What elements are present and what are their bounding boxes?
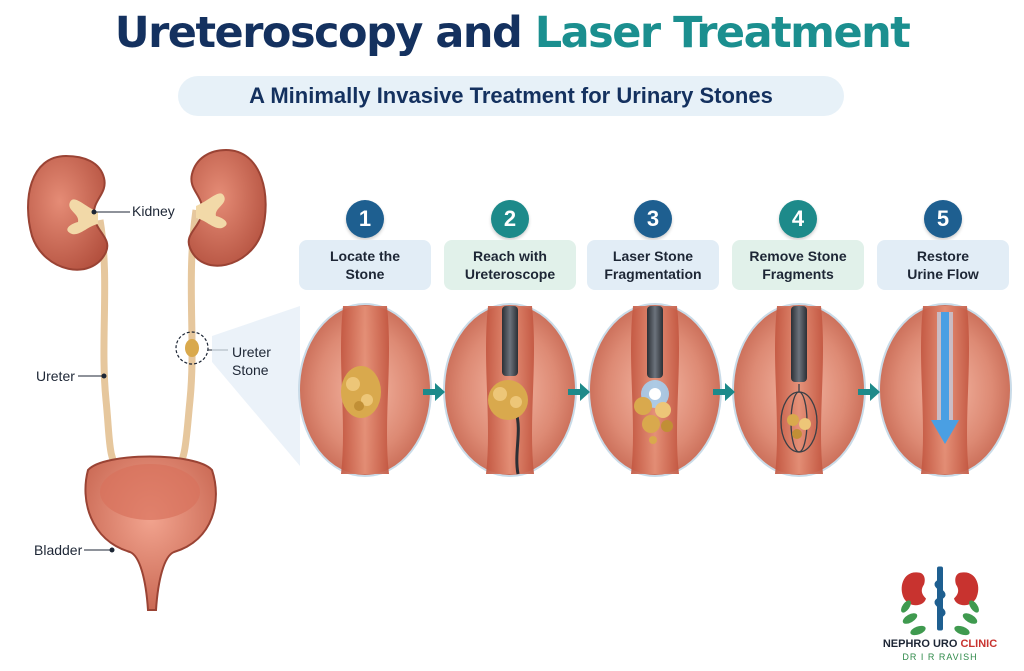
step-1-label-line1: Locate the — [329, 248, 400, 264]
bladder-label: Bladder — [34, 542, 83, 558]
ureter-stone-label-line1: Ureter — [232, 344, 271, 360]
arrow-step-4-to-5 — [858, 383, 880, 401]
kidney-label: Kidney — [132, 203, 175, 219]
step-3-label-line1: Laser Stone — [612, 248, 694, 264]
scene-2-ureteroscope — [443, 303, 577, 477]
step-1-number: 1 — [346, 200, 384, 238]
subtitle-banner: A Minimally Invasive Treatment for Urina… — [178, 76, 844, 116]
ureteroscope — [647, 306, 663, 378]
clinic-logo — [901, 566, 979, 636]
step-5-number: 5 — [924, 200, 962, 238]
clinic-name-part1: NEPHRO URO — [882, 638, 958, 650]
title-part-teal: Laser Treatment — [534, 8, 911, 58]
step-4-label-line2: Fragments — [762, 266, 834, 282]
title-part-dark: Ureteroscopy and — [114, 8, 523, 58]
scene-3-laser-fragmentation — [588, 303, 722, 477]
bladder — [84, 455, 217, 611]
scene-4-remove-fragments — [732, 303, 866, 477]
step-2-label-line1: Reach with — [473, 248, 547, 264]
step-3-label-line2: Fragmentation — [604, 266, 702, 282]
step-4-label-line1: Remove Stone — [749, 248, 847, 264]
clinic-doctor-name: DR I R RAVISH — [902, 652, 978, 662]
step-3-number: 3 — [634, 200, 672, 238]
clinic-name: NEPHRO URO CLINIC — [860, 638, 1020, 650]
step-2-label-line2: Ureteroscope — [464, 266, 556, 282]
kidney-stone — [488, 380, 528, 420]
step-2-number: 2 — [491, 200, 529, 238]
arrow-step-3-to-4 — [713, 383, 735, 401]
stone-fragments — [787, 414, 811, 439]
kidney-stone — [341, 366, 381, 418]
step-5-label-line1: Restore — [916, 248, 970, 264]
ureter-stone-label-line2: Stone — [232, 362, 269, 378]
page-title: Ureteroscopy and Laser Treatment — [0, 8, 1024, 58]
left-kidney — [27, 154, 109, 271]
ureter-stone-label: Ureter Stone — [232, 343, 271, 379]
stone-highlight-circle — [175, 331, 209, 365]
ureter-stone — [185, 339, 199, 357]
ureteroscope — [791, 306, 807, 382]
urinary-tract-illustration — [27, 148, 300, 611]
right-kidney — [187, 148, 267, 267]
logo-kidneys-icon — [901, 572, 979, 606]
scene-1-locate-stone — [298, 303, 432, 477]
ureteroscope — [502, 306, 518, 376]
stone-fragments — [634, 397, 673, 444]
ureter-label: Ureter — [36, 368, 75, 384]
arrow-step-2-to-3 — [568, 383, 590, 401]
arrow-step-1-to-2 — [423, 383, 445, 401]
scene-5-restore-flow — [878, 303, 1012, 477]
urine-flow-arrow — [931, 312, 959, 444]
step-1-label-line2: Stone — [345, 266, 385, 282]
logo-laurel-icon — [901, 600, 979, 636]
step-5-label-line2: Urine Flow — [907, 266, 979, 282]
step-4-number: 4 — [779, 200, 817, 238]
clinic-name-part2: CLINIC — [960, 638, 998, 650]
